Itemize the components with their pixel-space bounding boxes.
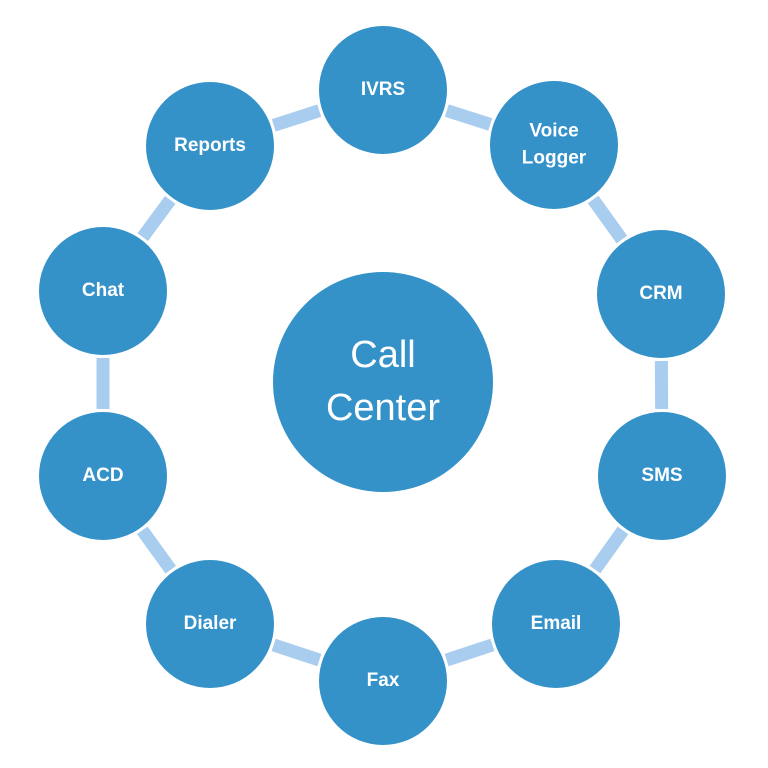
node-circle-fax xyxy=(319,617,447,745)
node-label-ivrs: IVRS xyxy=(361,79,405,100)
node-ivrs: IVRS xyxy=(319,26,447,154)
connector-reports-to-ivrs xyxy=(271,104,322,132)
connector-voice-logger-to-crm xyxy=(587,195,628,244)
node-chat: Chat xyxy=(39,227,167,355)
connector-ivrs-to-voice-logger xyxy=(444,104,493,131)
connector-dialer-to-acd xyxy=(136,526,177,574)
node-circle-ivrs xyxy=(319,26,447,154)
node-circle-acd xyxy=(39,412,167,540)
node-label-email: Email xyxy=(531,613,582,634)
node-label-reports: Reports xyxy=(174,135,246,156)
connector-sms-to-email xyxy=(589,526,629,574)
node-circle-chat xyxy=(39,227,167,355)
node-label-voice-logger-line1: Voice xyxy=(529,121,578,142)
node-circle-email xyxy=(492,560,620,688)
node-label-crm: CRM xyxy=(639,283,682,304)
node-circle-crm xyxy=(597,230,725,358)
node-sms: SMS xyxy=(598,412,726,540)
node-label-sms: SMS xyxy=(641,465,682,486)
node-label-acd: ACD xyxy=(82,465,123,486)
center-node: Call Center xyxy=(273,272,493,492)
node-reports: Reports xyxy=(146,82,274,210)
node-circle-sms xyxy=(598,412,726,540)
node-email: Email xyxy=(492,560,620,688)
node-acd: ACD xyxy=(39,412,167,540)
node-fax: Fax xyxy=(319,617,447,745)
node-dialer: Dialer xyxy=(146,560,274,688)
node-crm: CRM xyxy=(597,230,725,358)
center-label-line2: Center xyxy=(326,387,440,429)
node-label-dialer: Dialer xyxy=(184,613,237,634)
center-circle xyxy=(273,272,493,492)
node-circle-voice-logger xyxy=(490,81,618,209)
connector-email-to-fax xyxy=(444,638,495,667)
node-label-fax: Fax xyxy=(367,670,400,691)
node-circle-dialer xyxy=(146,560,274,688)
connectors xyxy=(96,104,669,667)
connector-fax-to-dialer xyxy=(271,638,322,667)
center-label-line1: Call xyxy=(350,334,415,376)
connector-chat-to-reports xyxy=(137,196,176,241)
node-label-voice-logger-line2: Logger xyxy=(522,148,587,169)
node-label-chat: Chat xyxy=(82,280,125,301)
node-circle-reports xyxy=(146,82,274,210)
